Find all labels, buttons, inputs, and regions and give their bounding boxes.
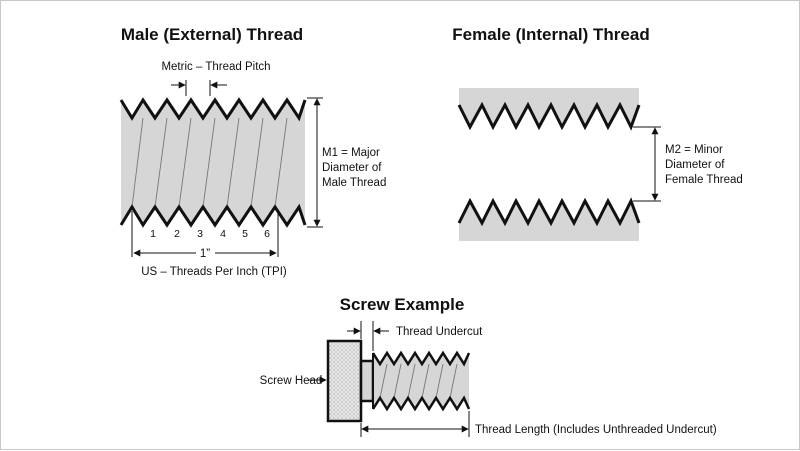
male-thread-title: Male (External) Thread <box>121 25 303 44</box>
screw-thread-bottom-profile <box>371 395 471 412</box>
thread-length-label: Thread Length (Includes Unthreaded Under… <box>475 424 717 436</box>
major-diameter-label: M1 = Major Diameter of Male Thread <box>322 147 386 189</box>
male-thread-body <box>121 100 305 225</box>
female-top-profile <box>457 101 641 131</box>
tpi-ticks <box>131 211 279 257</box>
screw-example-section: Screw Example Thread Undercut Screw Head <box>260 295 717 437</box>
male-thread-bottom-profile <box>119 203 307 228</box>
tpi-number: 6 <box>264 228 270 240</box>
tpi-number: 5 <box>242 228 248 240</box>
tpi-number: 1 <box>150 228 156 240</box>
female-thread-title: Female (Internal) Thread <box>452 25 649 44</box>
screw-example-title: Screw Example <box>340 295 465 314</box>
male-thread-section: Male (External) Thread Metric – Thread P… <box>119 25 386 278</box>
screw-thread-body <box>373 353 469 409</box>
minor-diameter-label: M2 = Minor Diameter of Female Thread <box>665 144 743 186</box>
tpi-label: US – Threads Per Inch (TPI) <box>141 266 287 278</box>
undercut-label: Thread Undercut <box>396 326 483 338</box>
female-bottom-profile <box>457 197 641 227</box>
tpi-number: 4 <box>220 228 226 240</box>
screw-head-label: Screw Head <box>260 375 323 387</box>
screw-head <box>326 339 363 423</box>
screw-helix-lines <box>379 363 458 399</box>
male-thread-helix-lines <box>131 117 288 208</box>
thread-undercut <box>359 359 375 403</box>
tpi-number: 3 <box>197 228 203 240</box>
female-thread-section: Female (Internal) Thread M2 = Minor Diam… <box>452 25 743 241</box>
tpi-number: 2 <box>174 228 180 240</box>
male-thread-top-profile <box>119 97 307 122</box>
male-pitch-label: Metric – Thread Pitch <box>161 61 270 73</box>
screw-thread-top-profile <box>371 350 471 367</box>
inch-label: 1” <box>200 248 210 260</box>
